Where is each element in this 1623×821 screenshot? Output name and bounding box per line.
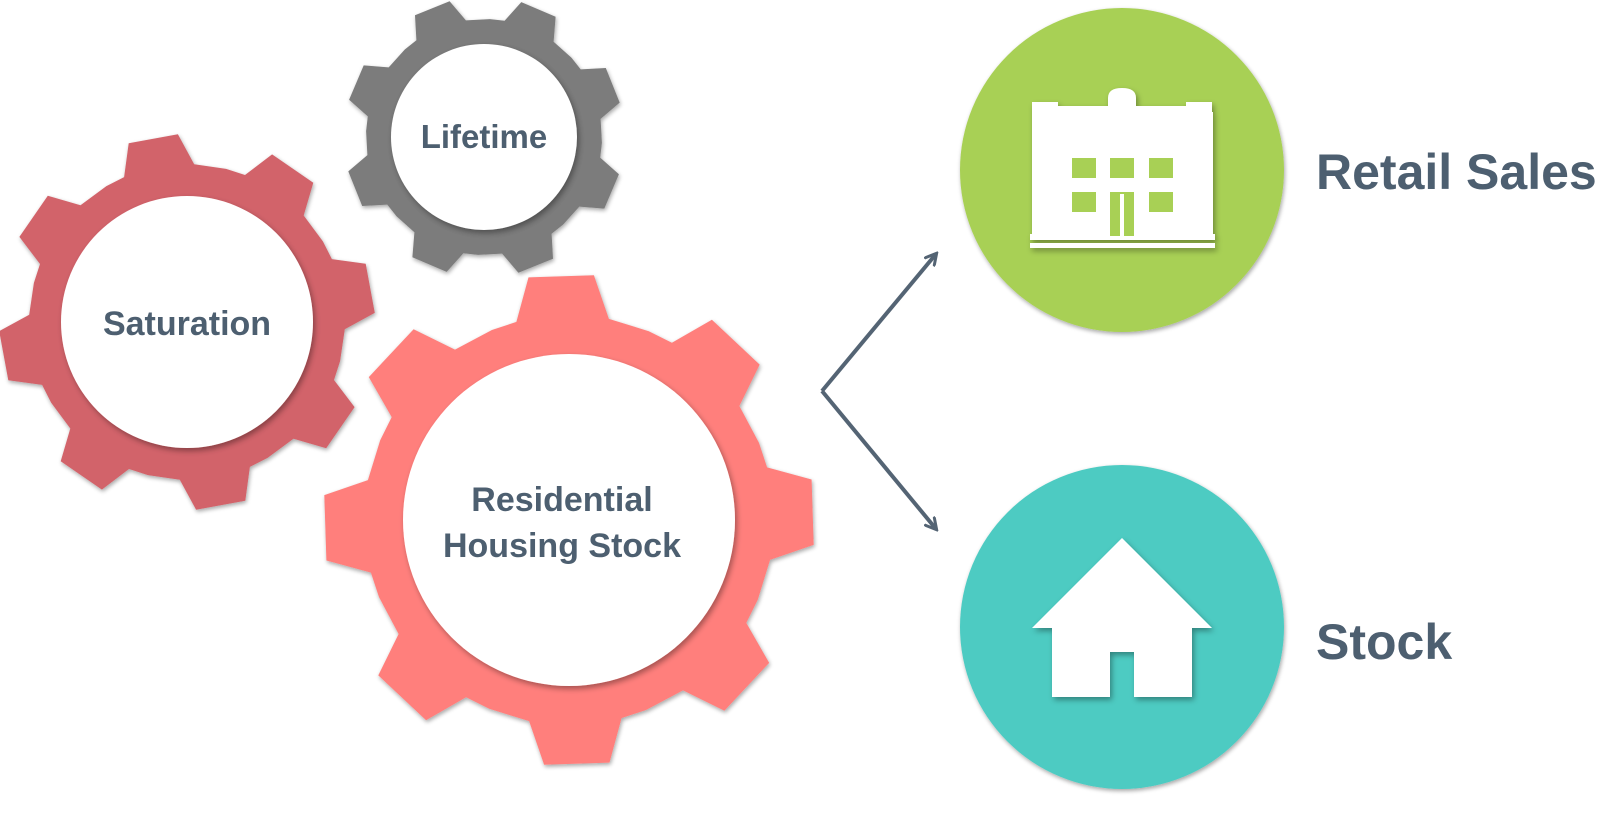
gear-saturation-hub [61,196,313,448]
retail-sales-label: Retail Sales [1316,144,1597,200]
output-arrows [820,254,936,529]
arrow-to-retail-sales [820,254,936,393]
house-icon [1032,538,1212,697]
gear-lifetime-label: Lifetime [421,118,548,155]
gear-housing-hub [403,354,735,686]
gear-housing: Residential Housing Stock [324,275,814,765]
gear-housing-label-line2: Housing Stock [443,527,681,565]
arrow-to-stock [820,389,936,529]
gear-saturation-label: Saturation [103,305,271,343]
gear-lifetime-hub [391,44,577,230]
stock-label: Stock [1316,614,1453,670]
gear-housing-label-line1: Residential [471,481,652,519]
stock-node [960,465,1284,789]
gear-lifetime: Lifetime [348,1,620,273]
retail-sales-node [960,8,1284,332]
gear-saturation: Saturation [0,134,375,510]
